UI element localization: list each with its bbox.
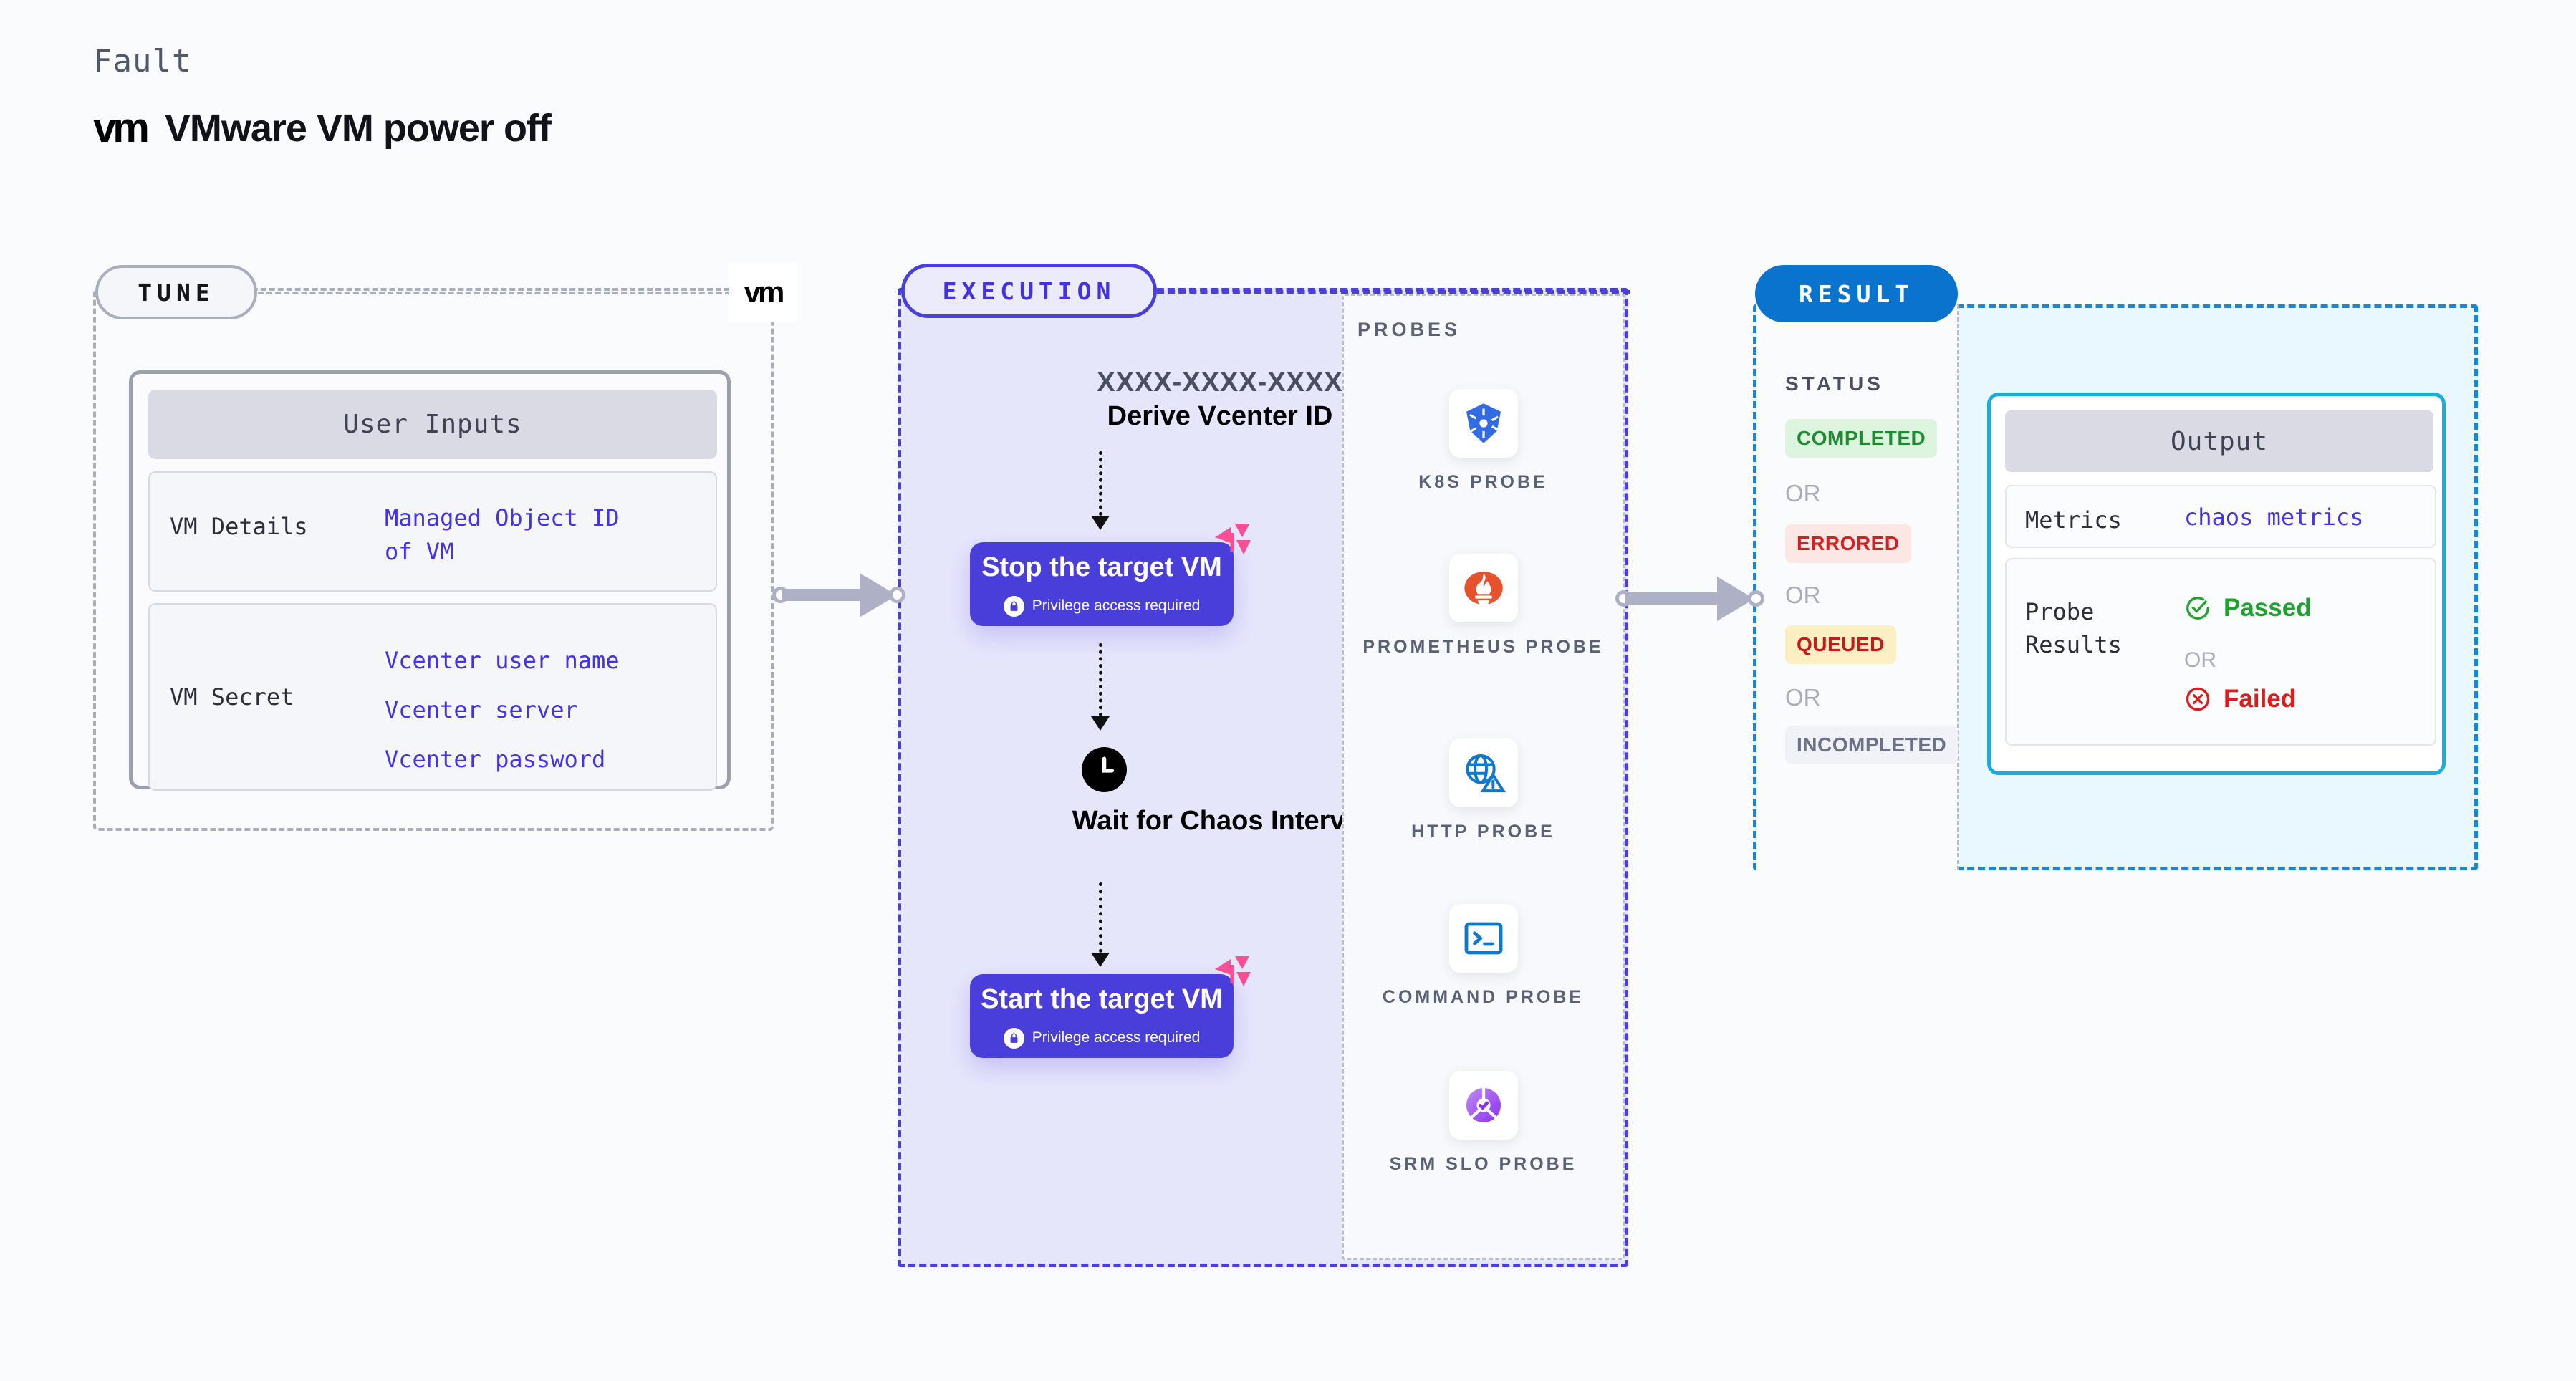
- metrics-key: Metrics: [2025, 506, 2122, 534]
- probe-srm-slo[interactable]: SRM SLO PROBE: [1342, 1071, 1625, 1176]
- metrics-row: Metrics chaos metrics: [2005, 485, 2436, 548]
- prometheus-icon: [1448, 554, 1518, 622]
- probe-srm-slo-label: SRM SLO PROBE: [1389, 1154, 1577, 1174]
- vm-details-key: VM Details: [170, 513, 308, 540]
- output-card: Output Metrics chaos metrics Probe Resul…: [1987, 393, 2446, 775]
- lock-icon: [1003, 595, 1024, 617]
- status-badge-incompleted: INCOMPLETED: [1785, 726, 1959, 764]
- status-badge-queued: QUEUED: [1785, 625, 1896, 664]
- clock-icon: [1082, 747, 1127, 792]
- probe-result-passed: Passed: [2184, 594, 2312, 622]
- title-row: vm VMware VM power off: [93, 104, 552, 152]
- litmus-chaos-icon: [1215, 956, 1251, 986]
- srm-slo-icon: [1448, 1071, 1518, 1140]
- tune-pill-label: TUNE: [138, 278, 215, 307]
- step-stop-privilege: Privilege access required: [1003, 595, 1201, 617]
- page-header: Fault vm VMware VM power off: [93, 43, 552, 152]
- probe-prometheus[interactable]: PROMETHEUS PROBE: [1342, 554, 1625, 659]
- kubernetes-icon: [1448, 389, 1518, 458]
- or-label-2: OR: [1785, 582, 1821, 608]
- step-stop-target-vm[interactable]: Stop the target VM Privilege access requ…: [970, 542, 1234, 626]
- litmus-chaos-icon: [1215, 524, 1251, 554]
- tune-pill[interactable]: TUNE: [95, 265, 257, 319]
- vm-secret-value-1: Vcenter user name: [385, 647, 620, 674]
- vcenter-id-placeholder: XXXX-XXXX-XXXX: [1097, 367, 1343, 398]
- probe-results-row: Probe Results Passed OR Failed: [2005, 558, 2436, 746]
- probe-k8s[interactable]: K8S PROBE: [1342, 389, 1625, 494]
- step-stop-privilege-text: Privilege access required: [1032, 597, 1201, 614]
- or-label-1: OR: [1785, 480, 1821, 506]
- probe-command[interactable]: COMMAND PROBE: [1342, 904, 1625, 1009]
- passed-label: Passed: [2224, 594, 2312, 622]
- wait-for-chaos-interval-label: Wait for Chaos Interval: [1072, 806, 1368, 836]
- check-circle-icon: [2186, 597, 2209, 620]
- user-inputs-title: User Inputs: [343, 410, 522, 439]
- vm-secret-key: VM Secret: [170, 683, 294, 711]
- output-header: Output: [2005, 410, 2433, 472]
- x-circle-icon: [2186, 687, 2210, 711]
- vm-details-value-1: Managed Object ID: [385, 504, 620, 531]
- vm-secret-row: VM Secret Vcenter user name Vcenter serv…: [148, 603, 717, 791]
- step-start-privilege: Privilege access required: [1003, 1027, 1201, 1049]
- probe-prometheus-label: PROMETHEUS PROBE: [1363, 637, 1604, 657]
- lock-icon: [1003, 1027, 1024, 1049]
- status-column: [1756, 304, 1959, 870]
- derive-vcenter-id-label: Derive Vcenter ID: [1107, 401, 1333, 431]
- vm-details-row: VM Details Managed Object ID of VM: [148, 471, 717, 592]
- vmware-logo-icon: vm: [93, 105, 150, 151]
- tune-panel: [93, 288, 774, 831]
- status-label: STATUS: [1785, 372, 1884, 395]
- output-title: Output: [2170, 426, 2269, 456]
- arrow-execution-to-result: [1615, 577, 1766, 621]
- user-inputs-card: User Inputs VM Details Managed Object ID…: [129, 370, 731, 791]
- terminal-icon: [1448, 904, 1518, 973]
- page-title: VMware VM power off: [164, 106, 552, 150]
- step-start-target-vm[interactable]: Start the target VM Privilege access req…: [970, 974, 1234, 1058]
- probe-k8s-label: K8S PROBE: [1418, 472, 1548, 492]
- probe-results-key: Probe Results: [2025, 598, 2122, 659]
- execution-dashed-connector: [1157, 290, 1630, 294]
- status-badge-errored: ERRORED: [1785, 524, 1911, 563]
- vm-details-values: Managed Object ID of VM: [385, 501, 620, 569]
- probes-section-label: PROBES: [1357, 319, 1461, 340]
- flow-arrow-2: [1091, 643, 1110, 731]
- result-pill[interactable]: RESULT: [1755, 265, 1958, 322]
- step-start-title: Start the target VM: [981, 983, 1223, 1014]
- probe-http-label: HTTP PROBE: [1411, 822, 1555, 842]
- flow-arrow-1: [1091, 451, 1110, 530]
- execution-pill-label: EXECUTION: [942, 276, 1116, 305]
- vm-secret-value-3: Vcenter password: [385, 745, 606, 773]
- execution-pill[interactable]: EXECUTION: [901, 264, 1157, 318]
- failed-label: Failed: [2224, 685, 2297, 713]
- probe-result-failed: Failed: [2184, 685, 2296, 713]
- vm-secret-value-2: Vcenter server: [385, 696, 578, 723]
- metrics-value: chaos metrics: [2184, 504, 2364, 531]
- http-globe-warning-icon: [1448, 738, 1518, 807]
- vmware-badge-icon: vm: [729, 262, 797, 322]
- probe-http[interactable]: HTTP PROBE: [1342, 738, 1625, 844]
- flow-arrow-3: [1091, 882, 1110, 967]
- probe-or-label: OR: [2184, 648, 2216, 672]
- result-pill-label: RESULT: [1798, 279, 1915, 308]
- vm-details-value-2: of VM: [385, 538, 454, 566]
- fault-kicker: Fault: [93, 43, 192, 80]
- status-badge-completed: COMPLETED: [1785, 419, 1938, 458]
- tune-dashed-connector: [258, 292, 731, 294]
- user-inputs-header: User Inputs: [148, 390, 717, 459]
- vm-secret-values: Vcenter user name Vcenter server Vcenter…: [385, 636, 620, 784]
- step-stop-title: Stop the target VM: [981, 552, 1222, 582]
- arrow-tune-to-execution: [772, 573, 905, 617]
- or-label-3: OR: [1785, 684, 1821, 711]
- probe-command-label: COMMAND PROBE: [1382, 987, 1585, 1007]
- step-start-privilege-text: Privilege access required: [1032, 1029, 1201, 1046]
